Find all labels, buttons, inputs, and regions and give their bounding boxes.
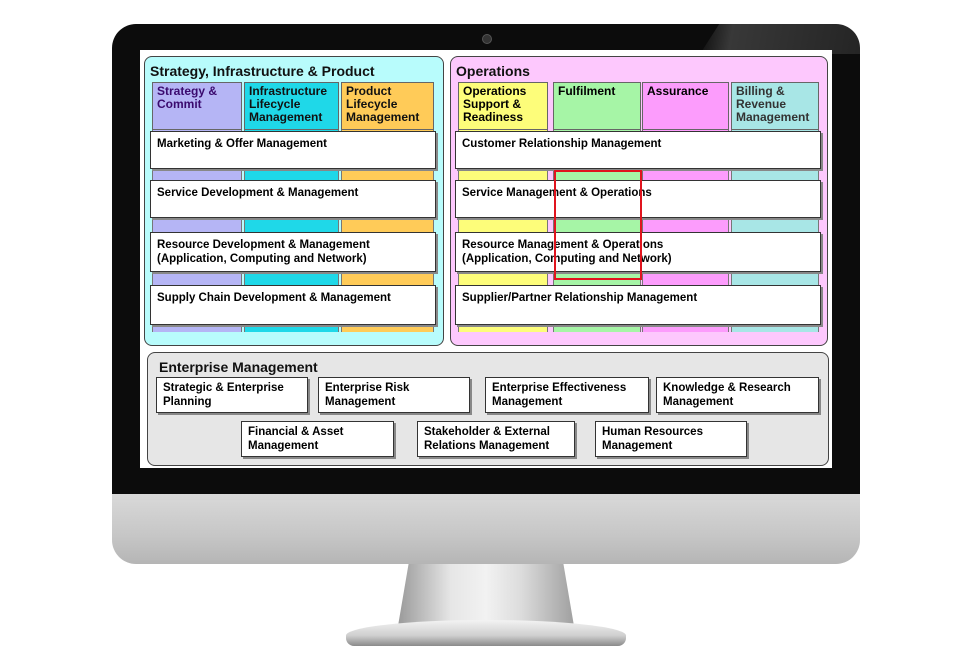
col-head-infrastructure-lifecycle[interactable]: Infrastructure Lifecycle Management xyxy=(244,82,339,130)
em-knowledge-research[interactable]: Knowledge & Research Management xyxy=(656,377,819,413)
monitor-stand-base xyxy=(346,620,626,646)
proc-resource-management[interactable]: Resource Management & Operations (Applic… xyxy=(455,232,821,272)
em-human-resources[interactable]: Human Resources Management xyxy=(595,421,747,457)
em-financial-asset[interactable]: Financial & Asset Management xyxy=(241,421,394,457)
em-enterprise-risk[interactable]: Enterprise Risk Management xyxy=(318,377,470,413)
proc-resource-development[interactable]: Resource Development & Management (Appli… xyxy=(150,232,436,272)
highlight-rectangle xyxy=(554,170,642,280)
col-head-product-lifecycle[interactable]: Product Lifecycle Management xyxy=(341,82,434,130)
em-title: Enterprise Management xyxy=(159,359,318,375)
col-head-fulfilment[interactable]: Fulfilment xyxy=(553,82,641,130)
ops-title: Operations xyxy=(456,63,530,79)
col-head-operations-support[interactable]: Operations Support & Readiness xyxy=(458,82,548,130)
bezel-reflection xyxy=(700,24,860,54)
col-head-strategy-commit[interactable]: Strategy & Commit xyxy=(152,82,242,130)
camera-icon xyxy=(482,34,492,44)
monitor-stand xyxy=(398,564,574,626)
col-head-billing-revenue[interactable]: Billing & Revenue Management xyxy=(731,82,819,130)
em-strategic-planning[interactable]: Strategic & Enterprise Planning xyxy=(156,377,308,413)
proc-marketing-offer[interactable]: Marketing & Offer Management xyxy=(150,131,436,169)
em-stakeholder-relations[interactable]: Stakeholder & External Relations Managem… xyxy=(417,421,575,457)
col-head-assurance[interactable]: Assurance xyxy=(642,82,729,130)
proc-supply-chain[interactable]: Supply Chain Development & Management xyxy=(150,285,436,325)
em-enterprise-effectiveness[interactable]: Enterprise Effectiveness Management xyxy=(485,377,649,413)
proc-service-management[interactable]: Service Management & Operations xyxy=(455,180,821,218)
proc-supplier-partner[interactable]: Supplier/Partner Relationship Management xyxy=(455,285,821,325)
proc-service-development[interactable]: Service Development & Management xyxy=(150,180,436,218)
sip-title: Strategy, Infrastructure & Product xyxy=(150,63,375,79)
monitor-chin xyxy=(112,494,860,564)
proc-customer-relationship[interactable]: Customer Relationship Management xyxy=(455,131,821,169)
